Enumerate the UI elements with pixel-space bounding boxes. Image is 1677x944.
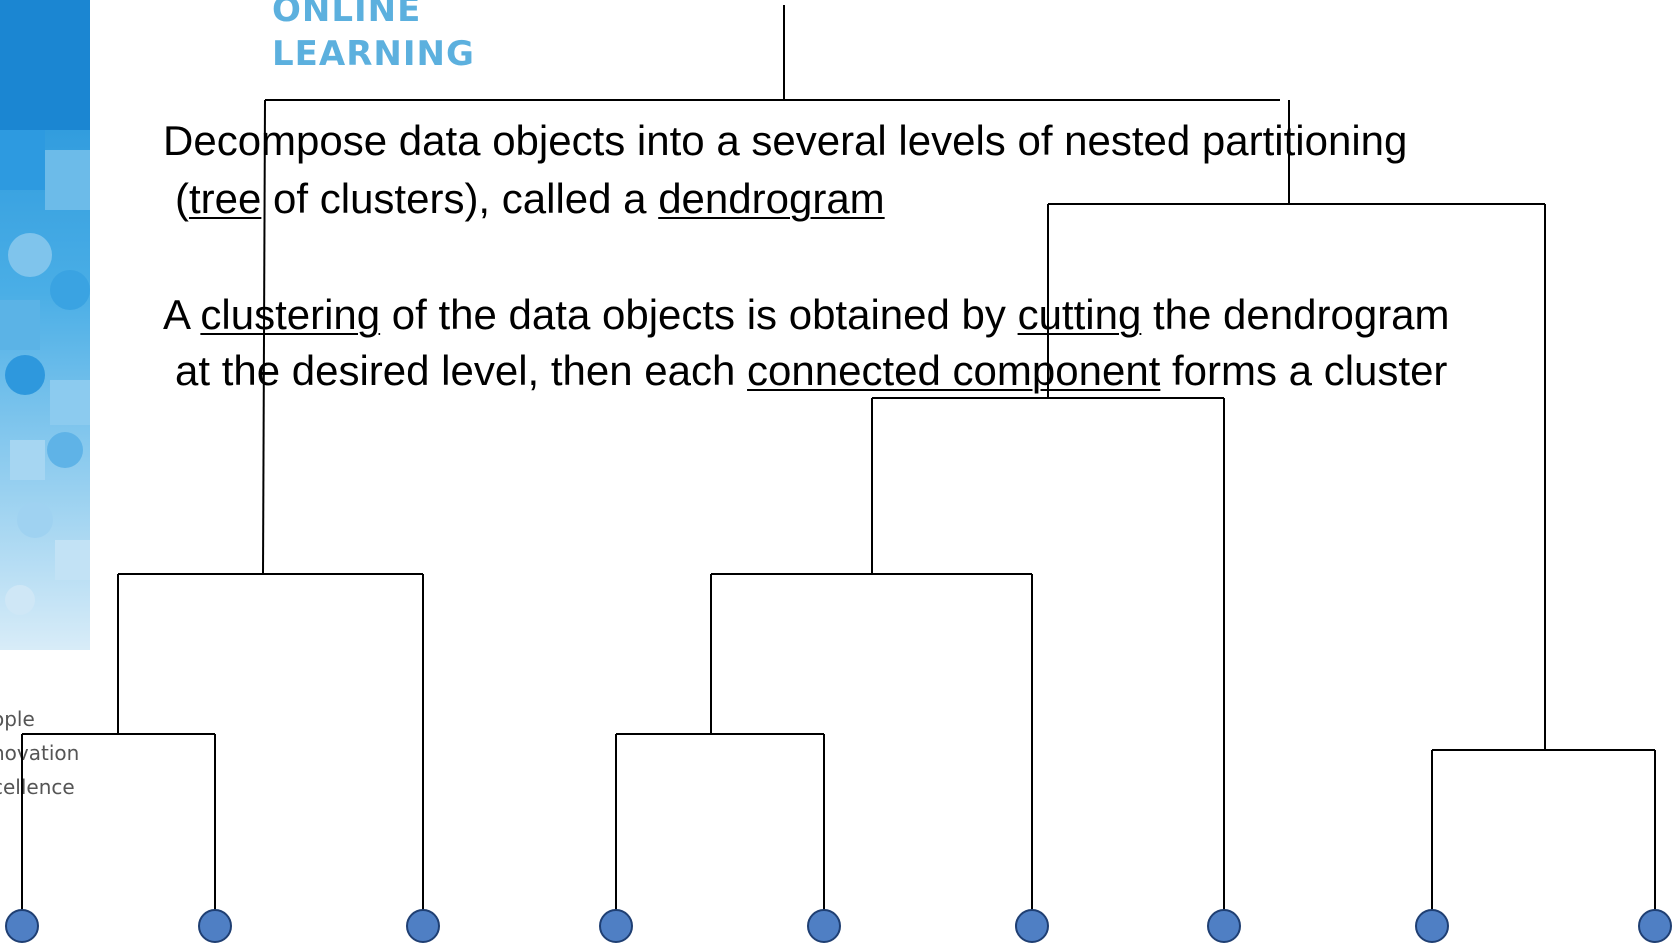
leaf-node-5 [807, 909, 841, 943]
statement-2-pre: A [163, 291, 201, 338]
term-clustering: clustering [200, 291, 381, 338]
leaf-node-2 [198, 909, 232, 943]
statement-1-paren: ( [175, 175, 189, 222]
brand-pattern-graphic [0, 0, 90, 650]
statement-1-line-2: (tree of clusters), called a dendrogram [175, 171, 885, 227]
term-dendrogram: dendrogram [658, 175, 885, 222]
term-tree: tree [189, 175, 262, 222]
leaf-node-8 [1415, 909, 1449, 943]
logo: ONLINE LEARNING [272, 0, 475, 76]
statement-2-line-2-post: forms a cluster [1160, 347, 1448, 394]
statement-2-line-2-pre: at the desired level, then each [175, 347, 748, 394]
statement-1-line-1: Decompose data objects into a several le… [163, 117, 1408, 164]
dendrogram-links [21, 5, 1656, 918]
left-subtree-stem [262, 99, 266, 575]
logo-line-1: ONLINE [272, 0, 422, 30]
tagline: ople novation cellence [0, 702, 79, 804]
dendrogram-leaves [5, 909, 1672, 943]
leaf-node-4 [599, 909, 633, 943]
tagline-line-2: novation [0, 741, 80, 765]
logo-line-2: LEARNING [272, 34, 475, 74]
statement-2-post: the dendrogram [1141, 291, 1450, 338]
term-cutting: cutting [1017, 291, 1142, 338]
tagline-line-1: ople [0, 707, 35, 731]
tagline-line-3: cellence [0, 775, 75, 799]
leaf-node-9 [1638, 909, 1672, 943]
term-connected-component: connected component [747, 347, 1161, 394]
leaf-node-3 [406, 909, 440, 943]
statement-1-mid: of clusters), called a [261, 175, 659, 222]
leaf-node-6 [1015, 909, 1049, 943]
statement-2-line-2: at the desired level, then each connecte… [175, 343, 1447, 399]
leaf-node-1 [5, 909, 39, 943]
statement-2-line-1: A clustering of the data objects is obta… [163, 287, 1450, 343]
leaf-node-7 [1207, 909, 1241, 943]
statement-2-mid: of the data objects is obtained by [380, 291, 1018, 338]
